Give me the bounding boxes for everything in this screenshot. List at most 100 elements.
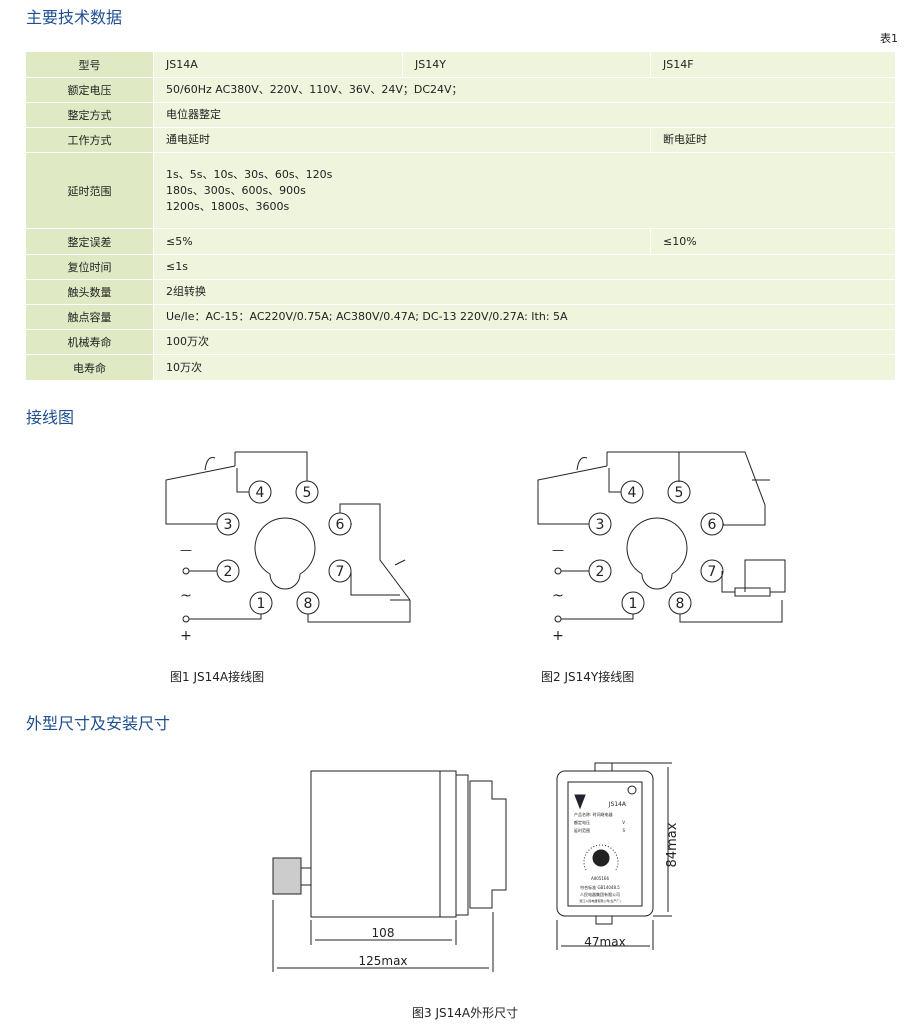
- nameplate-range: 延时范围: [574, 827, 590, 833]
- row-label: 触头数量: [26, 280, 153, 304]
- terminal-number: 2: [596, 564, 605, 580]
- ac-label: ~: [552, 588, 564, 604]
- minus-label: —: [180, 543, 192, 557]
- terminal-number: 8: [676, 596, 685, 612]
- fig2-caption: 图2 JS14Y接线图: [541, 670, 635, 684]
- terminal-circle: [700, 559, 724, 583]
- table-label: 表1: [880, 32, 898, 45]
- row-value: JS14F: [651, 52, 895, 77]
- nameplate-model: JS14A: [608, 801, 627, 808]
- range-unit: S: [622, 828, 625, 833]
- supply-terminal: [182, 567, 190, 575]
- nameplate-voltage: 额定电压: [574, 819, 590, 825]
- terminal-number: 6: [708, 517, 717, 533]
- row-value: 1s、5s、10s、30s、60s、120s 180s、300s、600s、90…: [154, 153, 895, 228]
- terminal-number: 7: [708, 564, 717, 580]
- row-label: 额定电压: [26, 78, 153, 102]
- time-dial-knob[interactable]: [592, 849, 610, 867]
- dial-scale: [583, 844, 619, 871]
- terminal-number: 3: [224, 517, 233, 533]
- wiring-title: 接线图: [26, 408, 75, 427]
- fig3-caption: 图3 JS14A外形尺寸: [412, 1006, 519, 1020]
- dimensions-title: 外型尺寸及安装尺寸: [26, 714, 171, 733]
- supply-terminal: [182, 615, 190, 623]
- terminal-number: 1: [257, 596, 266, 612]
- dim-125: 125max: [358, 954, 407, 968]
- row-value: Ue/Ie：AC-15：AC220V/0.75A; AC380V/0.47A; …: [154, 305, 895, 329]
- ac-label: ~: [180, 588, 192, 604]
- specs-title: 主要技术数据: [26, 8, 123, 27]
- terminal-number: 2: [224, 564, 233, 580]
- row-label: 触点容量: [26, 305, 153, 329]
- row-label: 机械寿命: [26, 330, 153, 354]
- row-label: 工作方式: [26, 128, 153, 152]
- dimension-lines: [272, 900, 494, 972]
- terminal-number: 1: [629, 596, 638, 612]
- plus-label: +: [552, 628, 564, 644]
- row-value: ≤5%: [154, 229, 650, 254]
- row-label: 复位时间: [26, 255, 153, 279]
- row-value: 通电延时: [154, 128, 650, 152]
- voltage-unit: V: [622, 820, 625, 825]
- contact-lines: [576, 451, 786, 593]
- fig1-caption: 图1 JS14A接线图: [170, 670, 265, 684]
- minus-label: —: [552, 543, 564, 557]
- nameplate-frame: [567, 781, 643, 907]
- dial-circle: [626, 517, 688, 590]
- wiring: [679, 523, 783, 623]
- row-value: 50/60Hz AC380V、220V、110V、36V、24V；DC24V；: [154, 78, 895, 102]
- nameplate-maker: 人民电器集团有限公司: [580, 891, 620, 897]
- row-label: 电寿命: [26, 355, 153, 380]
- table-row: 整定误差≤5%≤10%: [26, 229, 895, 254]
- row-value: 100万次: [154, 330, 895, 354]
- terminal-number: 5: [675, 485, 684, 501]
- dial-circle: [254, 517, 316, 590]
- row-value: ≤10%: [651, 229, 895, 254]
- wiring: [537, 451, 680, 620]
- terminal-number: 6: [336, 517, 345, 533]
- dim-84: 84max: [665, 822, 680, 867]
- row-label: 延时范围: [26, 153, 153, 228]
- brand-logo: [574, 794, 586, 810]
- nameplate-standard: 符合标准 GB14048.5: [580, 884, 620, 890]
- terminal-number: 5: [303, 485, 312, 501]
- table-row: 工作方式通电延时断电延时: [26, 128, 895, 152]
- relay-body-side: [310, 770, 457, 918]
- knob-side: [272, 857, 302, 895]
- row-value: 10万次: [154, 355, 895, 380]
- dim-47: 47max: [584, 935, 625, 949]
- row-label: 整定方式: [26, 103, 153, 127]
- row-value: 2组转换: [154, 280, 895, 304]
- front-dim-lines: [556, 762, 672, 950]
- contact-lines: [204, 457, 411, 601]
- indicator-led: [627, 785, 637, 795]
- supply-terminal: [554, 615, 562, 623]
- row-value: 电位器整定: [154, 103, 895, 127]
- nameplate-maker-sub: 浙江人民电器有限公司(生产厂): [579, 898, 620, 903]
- terminal-number: 4: [628, 485, 637, 501]
- row-value: JS14A: [154, 52, 402, 77]
- resistor: [734, 587, 771, 597]
- terminal-number: 7: [336, 564, 345, 580]
- terminal-number: 8: [304, 596, 313, 612]
- row-label: 整定误差: [26, 229, 153, 254]
- table-row: 复位时间≤1s: [26, 255, 895, 279]
- terminal-number: 3: [596, 517, 605, 533]
- terminal-number: 4: [256, 485, 265, 501]
- wiring: [307, 523, 411, 623]
- row-value: ≤1s: [154, 255, 895, 279]
- nameplate-product: 产品名称: 时间继电器: [574, 811, 613, 817]
- table-row: 整定方式电位器整定: [26, 103, 895, 127]
- nameplate-cert: A005166: [591, 876, 609, 881]
- wiring: [165, 451, 308, 620]
- plus-label: +: [180, 628, 192, 644]
